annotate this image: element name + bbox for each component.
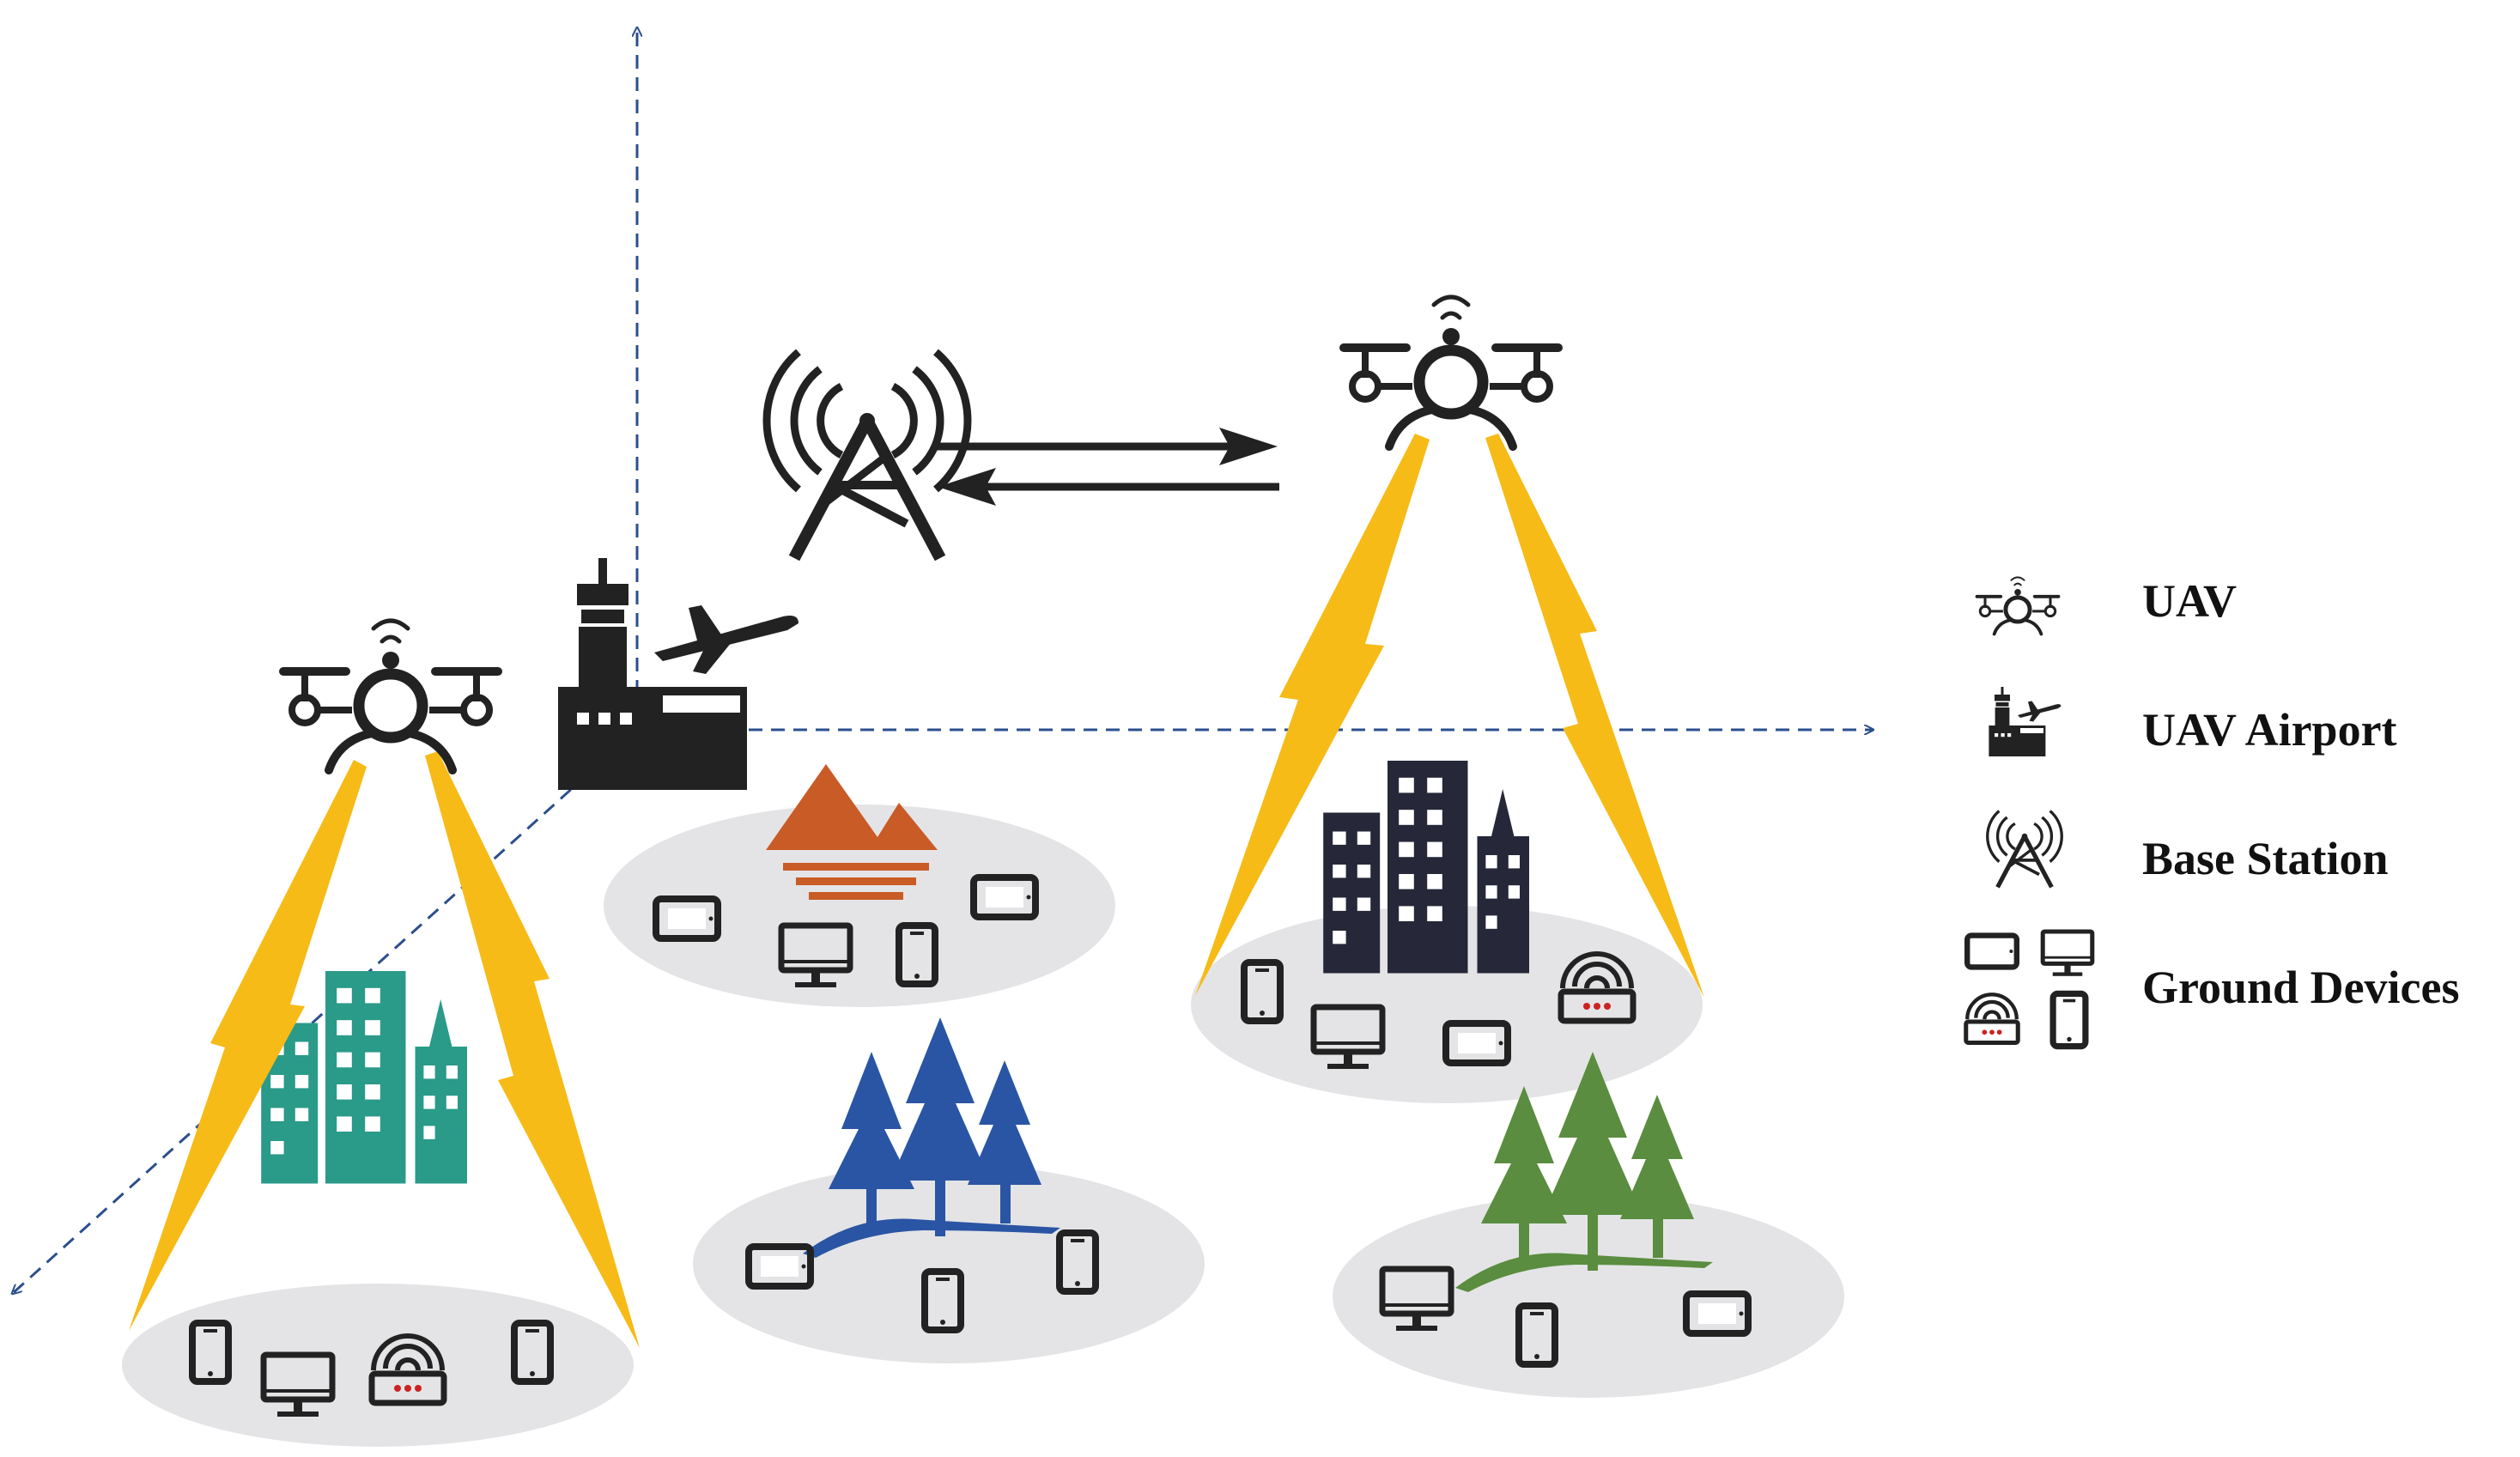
phone-icon <box>2053 993 2086 1046</box>
communication-links <box>936 428 1279 506</box>
lightning-beam <box>129 760 367 1331</box>
uplink-arrowhead <box>1219 428 1278 465</box>
lightning-beam <box>425 751 640 1348</box>
coordinate-axes <box>12 27 1873 1294</box>
coverage-area-mountain <box>604 804 1115 1007</box>
y-axis <box>12 728 639 1294</box>
legend-label: UAV Airport <box>2142 704 2397 756</box>
downlink-arrowhead <box>938 468 996 506</box>
drone-icon <box>1344 297 1558 446</box>
legend-item-uav-airport: UAV Airport <box>1989 687 2397 756</box>
legend-item-ground-devices: Ground Devices <box>1966 932 2460 1047</box>
legend-label: Base Station <box>2142 833 2389 884</box>
legend-label: UAV <box>2142 575 2237 627</box>
coverage-area-green-forest <box>1333 1195 1844 1398</box>
coverage-area-left <box>122 1284 634 1447</box>
router-icon <box>1966 994 2018 1042</box>
drone-icon <box>1977 577 2059 634</box>
tablet-icon <box>1967 936 2017 968</box>
base-station-icon <box>1988 811 2062 888</box>
coverage-areas <box>122 804 1844 1447</box>
lightning-beam <box>1195 434 1430 996</box>
base-station-icon <box>767 352 968 558</box>
lightning-beams <box>129 434 1704 1348</box>
legend-item-uav: UAV <box>1977 575 2237 634</box>
airport-icon <box>1989 687 2062 756</box>
legend: UAV UAV Airport Base Station Ground Devi… <box>1966 575 2460 1047</box>
airport-icon <box>558 558 799 790</box>
teal-city-icon <box>261 971 467 1184</box>
navy-city-icon <box>1323 761 1529 974</box>
lightning-beam <box>1485 434 1704 998</box>
legend-item-base-station: Base Station <box>1988 811 2389 888</box>
drone-icon <box>283 621 498 770</box>
monitor-icon <box>2043 932 2092 976</box>
coverage-area-blue-forest <box>693 1164 1205 1363</box>
legend-label: Ground Devices <box>2142 962 2460 1013</box>
